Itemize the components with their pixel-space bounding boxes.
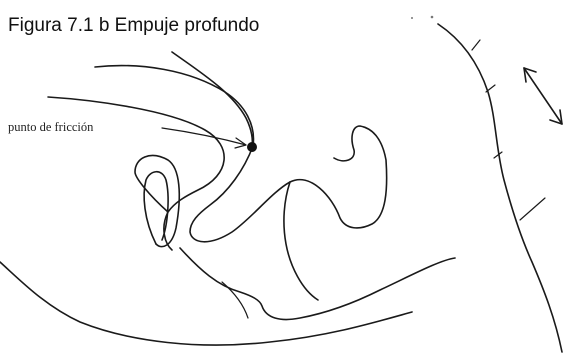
lower-structure-outline [180,248,455,320]
figure-title: Figura 7.1 b Empuje profundo [8,15,259,36]
callout-label: punto de fricción [8,120,94,134]
callout-arrow-line [162,128,246,145]
right-wall-ticks [472,40,545,220]
friction-point-callout: punto de fricción [8,120,257,152]
loop-outer [135,156,179,247]
right-wall-contour [438,24,562,352]
scan-specks [411,16,433,19]
friction-point-dot [247,142,257,152]
lower-inner-line [284,182,318,300]
motion-arrow-icon [524,68,562,124]
